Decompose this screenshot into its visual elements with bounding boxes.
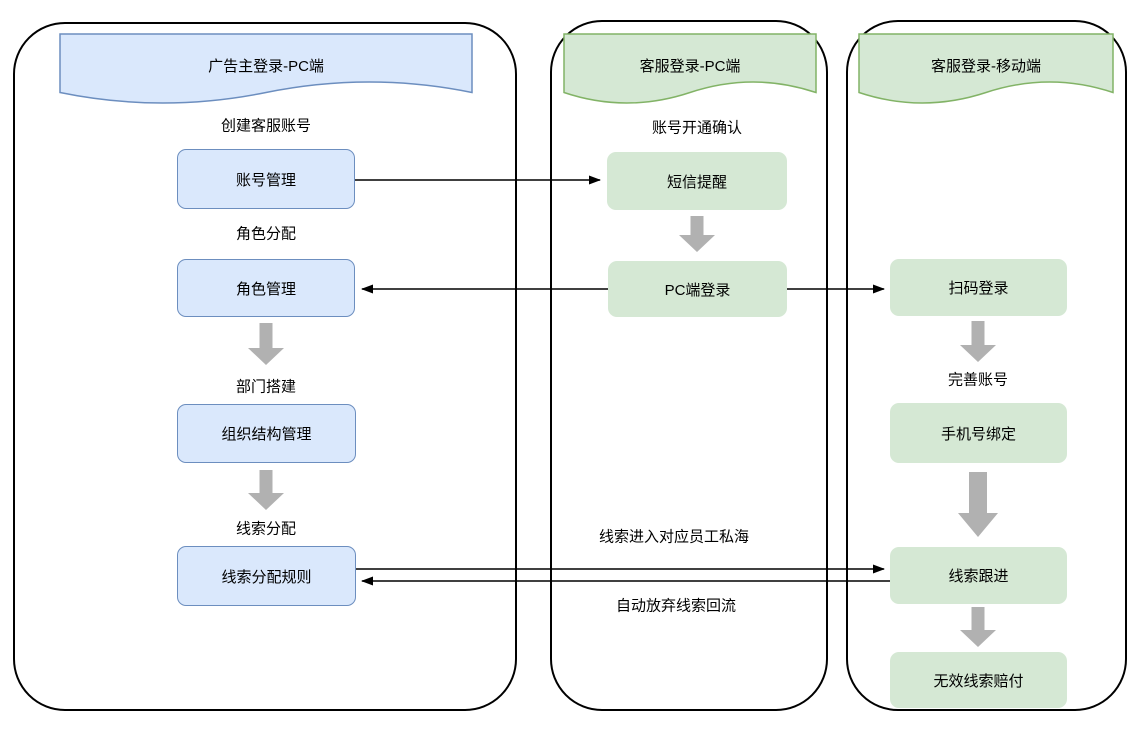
lane-title-advertiser-pc: 广告主登录-PC端 [208,57,324,75]
lane-header-advertiser-pc: 广告主登录-PC端 [59,33,473,115]
lane-support-mobile [846,20,1127,711]
lane-advertiser-pc [13,22,517,711]
node-scan-login: 扫码登录 [890,259,1067,316]
lane-title-support-mobile: 客服登录-移动端 [931,57,1041,75]
node-bind-phone: 手机号绑定 [890,403,1067,463]
label-dept-build: 部门搭建 [235,378,297,396]
label-account-open-confirm: 账号开通确认 [651,119,743,137]
label-lead-to-private: 线索进入对应员工私海 [598,528,750,546]
lane-header-support-mobile: 客服登录-移动端 [858,33,1114,115]
label-lead-return: 自动放弃线索回流 [615,597,737,615]
label-create-account: 创建客服账号 [220,117,312,135]
label-role-assign: 角色分配 [235,225,297,243]
node-role-mgmt: 角色管理 [177,259,355,317]
node-pc-login: PC端登录 [608,261,787,317]
lane-support-pc [550,20,828,711]
node-lead-rules: 线索分配规则 [177,546,356,606]
lane-title-support-pc: 客服登录-PC端 [639,57,741,75]
label-complete-account: 完善账号 [947,371,1009,389]
document-shape-icon [59,33,473,104]
lane-header-support-pc: 客服登录-PC端 [563,33,817,115]
node-org-structure: 组织结构管理 [177,404,356,463]
document-shape-icon [858,33,1114,104]
node-invalid-lead-comp: 无效线索赔付 [890,652,1067,708]
node-lead-follow: 线索跟进 [890,547,1067,604]
node-account-mgmt: 账号管理 [177,149,355,209]
label-lead-assign: 线索分配 [235,520,297,538]
node-sms-notice: 短信提醒 [607,152,787,210]
document-shape-icon [563,33,817,104]
